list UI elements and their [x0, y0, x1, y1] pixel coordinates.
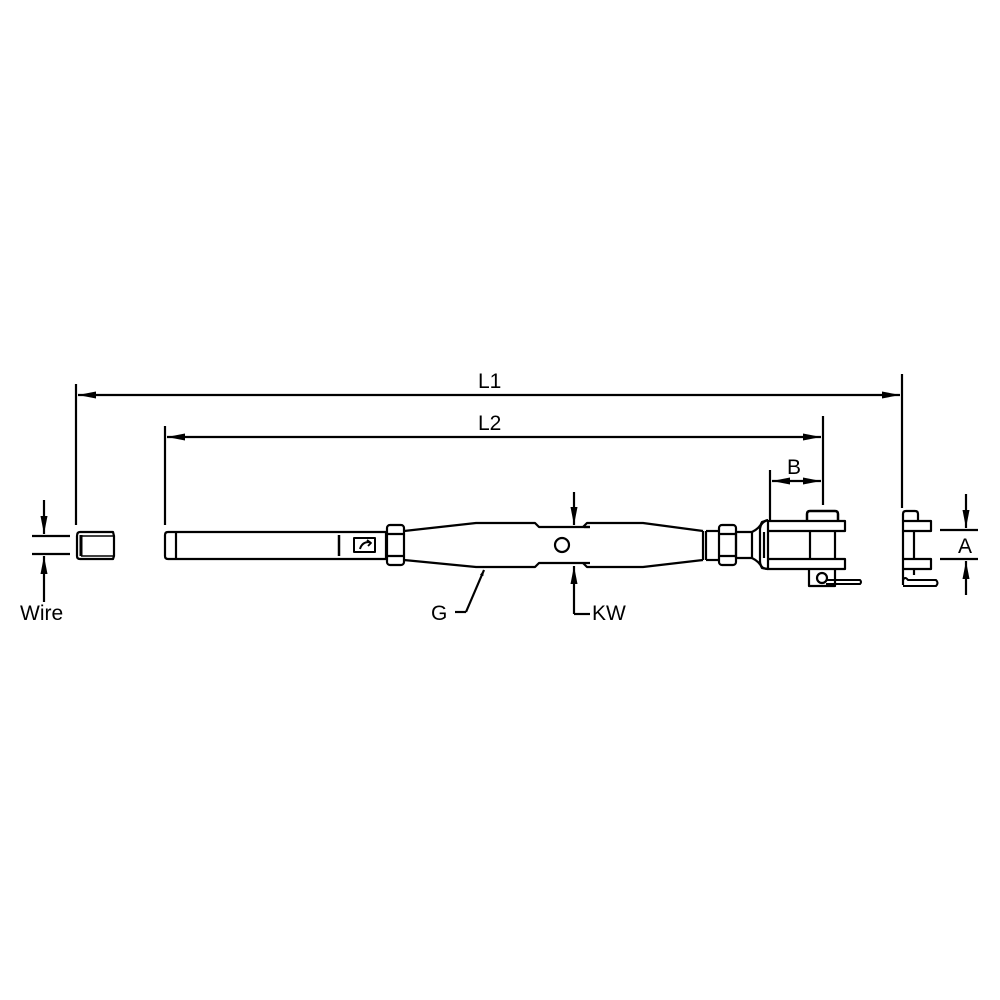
dimension-b — [768, 470, 821, 522]
label-wire: Wire — [20, 602, 64, 625]
dimension-wire — [32, 500, 70, 602]
label-l1: L1 — [478, 370, 502, 393]
turnbuckle-body — [403, 521, 708, 569]
wire-end-view — [75, 530, 116, 561]
fork-side-view — [901, 509, 939, 587]
swage-terminal — [163, 530, 388, 561]
dimension-a — [940, 494, 978, 595]
right-lock-nut — [706, 523, 738, 567]
dimension-l2 — [163, 416, 825, 525]
label-g: G — [431, 602, 448, 625]
dimension-l1 — [74, 374, 904, 525]
left-lock-nut — [385, 523, 406, 567]
label-l2: L2 — [478, 412, 502, 435]
dimension-kw — [570, 492, 590, 616]
label-a: A — [958, 535, 973, 558]
label-kw: KW — [592, 602, 626, 625]
leader-g — [455, 569, 486, 614]
fork-end — [734, 509, 862, 588]
label-b: B — [787, 456, 802, 479]
